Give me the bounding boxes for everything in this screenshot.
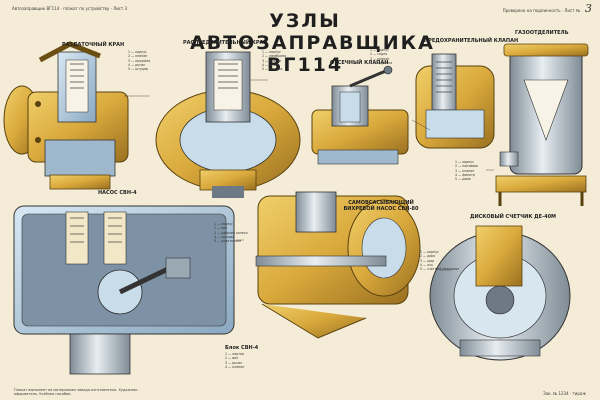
legend-safety-valve: 1 — корпус 2 — седло 3 — клапан 4 — пруж…	[370, 48, 392, 65]
gas-separator-label: ГАЗООТДЕЛИТЕЛЬ	[515, 30, 569, 36]
footer-print-info: Зак. № 1234 · тираж	[543, 391, 586, 396]
legend-item: 5 — рама	[455, 177, 471, 182]
legend-disc-meter: 1 — корпус 2 — диск 3 — шар 4 — ось 5 — …	[420, 250, 459, 271]
legend-item: 1 — корпус	[455, 160, 474, 164]
self-priming-pump-drawing	[255, 191, 421, 339]
legend-dispensing-valve: 1 — корпус 2 — клапан 3 — пружина 4 — ры…	[128, 50, 150, 71]
legend-item: 3 — шар	[420, 258, 435, 263]
safety-valve-label: ПРЕДОХРАНИТЕЛЬНЫЙ КЛАПАН	[424, 38, 519, 44]
legend-item: 1 — корпус	[420, 250, 439, 254]
legend-distribution-valve: 1 — корпус 2 — мембрана 3 — клапан 4 — ш…	[262, 50, 286, 71]
distribution-valve-drawing	[155, 51, 301, 198]
legend-item: 4 — клапан	[225, 364, 245, 369]
legend-item: 4 — пружина	[370, 60, 393, 65]
legend-item: 2 — поплавок	[455, 164, 479, 169]
legend-item: 5 — штуцер	[128, 67, 149, 72]
legend-item: 2 — вал	[225, 356, 239, 361]
legend-item: 1 — корпус	[214, 222, 233, 226]
legend-item: 5 — уплотнение	[214, 239, 242, 244]
shutoff-valve-drawing	[311, 65, 409, 165]
legend-item: 4 — крышка	[214, 234, 235, 239]
footer-caption: Плакат выполнен по материалам завода-изг…	[14, 388, 139, 396]
legend-item: 1 — корпус	[262, 50, 281, 54]
legend-item: 4 — фильтр	[455, 172, 475, 177]
legend-item: 2 — вал	[214, 226, 228, 231]
legend-pump-block: 1 — картер 2 — вал 3 — рычаг 4 — клапан	[225, 352, 244, 369]
pump-svn4-drawing	[13, 205, 235, 375]
legend-item: 2 — седло	[370, 52, 388, 57]
legend-item: 3 — рычаг	[225, 360, 243, 365]
disc-meter-label: ДИСКОВЫЙ СЧЕТЧИК ДЕ-40М	[470, 214, 557, 220]
legend-item: 3 — рабочее колесо	[214, 230, 248, 235]
legend-item: 1 — корпус	[370, 48, 389, 52]
legend-item: 1 — корпус	[128, 50, 147, 54]
distribution-valve-label: РАСПРЕДЕЛИТЕЛЬНЫЙ КРАН	[183, 40, 268, 46]
pump-block-label: Блок СВН-4	[225, 345, 259, 351]
legend-item: 4 — ось	[420, 262, 433, 267]
header-right-caption: Проверено на подлинность · Лист №	[502, 8, 580, 13]
self-priming-pump-label: САМОВСАСЫВАЮЩИЙ ВИХРЕВОЙ НАСОС СВН-80	[343, 200, 419, 212]
legend-self-priming-pump: 1 — корпус 2 — вал 3 — рабочее колесо 4 …	[214, 222, 248, 243]
legend-item: 3 — клапан	[370, 56, 390, 61]
shutoff-valve-label: ОТСЕЧНЫЙ КЛАПАН	[330, 60, 389, 66]
legend-item: 3 — пружина	[128, 58, 151, 63]
legend-gas-separator: 1 — корпус 2 — поплавок 3 — клапан 4 — ф…	[455, 160, 478, 181]
legend-item: 5 — крышка	[262, 67, 283, 72]
legend-item: 4 — шток	[262, 62, 278, 67]
legend-item: 4 — рычаг	[128, 62, 146, 67]
legend-item: 5 — счетный механизм	[420, 267, 459, 272]
legend-item: 2 — клапан	[128, 54, 148, 59]
sheet-number: 3	[585, 2, 592, 15]
legend-item: 1 — картер	[225, 352, 244, 356]
legend-item: 2 — диск	[420, 254, 436, 259]
dispensing-valve-label: РАЗДАТОЧНЫЙ КРАН	[62, 42, 125, 48]
gas-separator-drawing	[495, 43, 589, 206]
legend-item: 2 — мембрана	[262, 54, 286, 59]
legend-item: 3 — клапан	[262, 58, 282, 63]
poster-title: УЗЛЫ АВТОЗАПРАВЩИКА ВГ114	[190, 10, 435, 76]
header-left-caption: Автозаправщик ВГ114 · плакат по устройст…	[12, 6, 128, 11]
leader-lines	[124, 79, 494, 271]
legend-item: 3 — клапан	[455, 168, 475, 173]
safety-valve-drawing	[415, 53, 495, 149]
disc-meter-drawing	[429, 225, 571, 361]
dispensing-valve-drawing	[3, 41, 129, 190]
pump-svn4-label: НАСОС СВН-4	[98, 190, 137, 196]
